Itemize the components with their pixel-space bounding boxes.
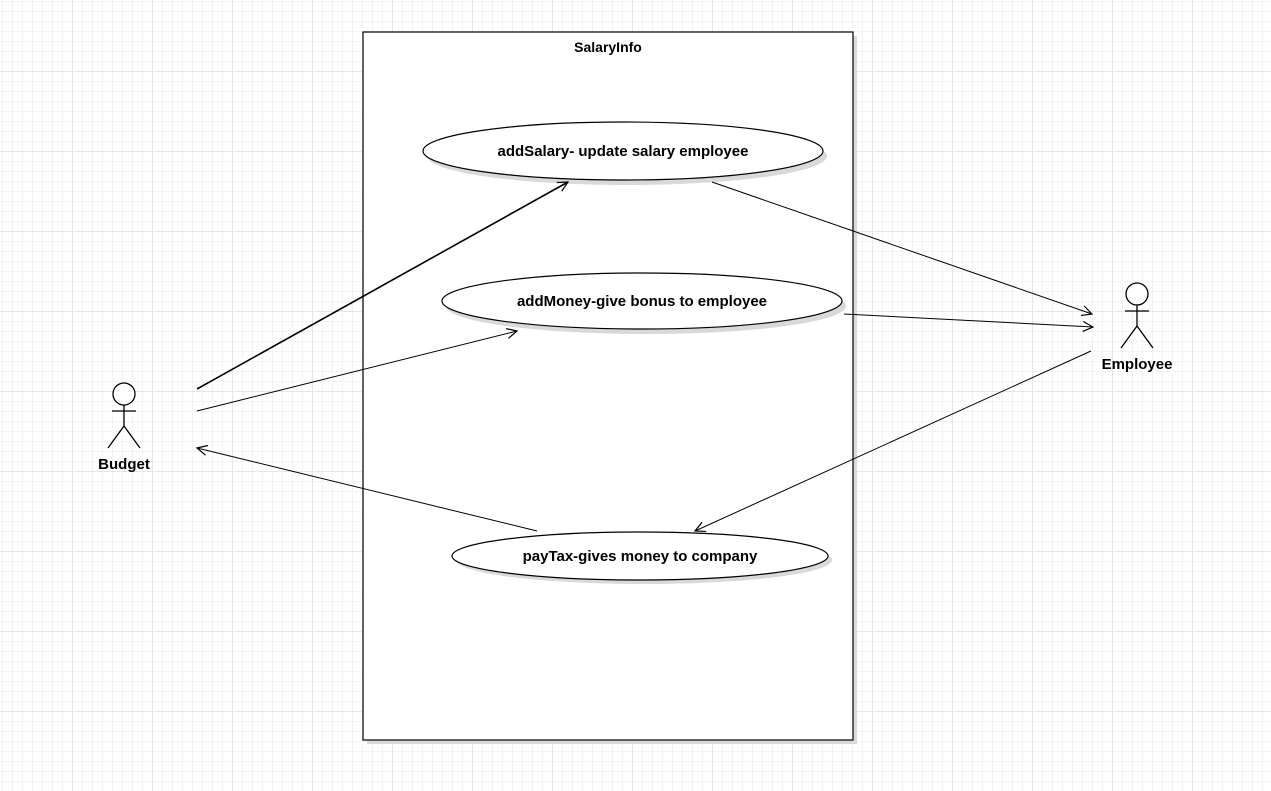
actor-label: Budget <box>98 456 150 473</box>
associations <box>196 181 1093 532</box>
use-case-add-money[interactable]: addMoney-give bonus to employee <box>441 272 846 334</box>
actor-budget[interactable]: Budget <box>98 382 150 473</box>
use-case-ellipse <box>422 121 824 181</box>
use-case-add-salary[interactable]: addSalary- update salary employee <box>422 121 827 185</box>
stick-figure-icon <box>107 382 141 449</box>
association-pay-tax-budget[interactable] <box>197 448 538 532</box>
use-case-ellipse <box>451 531 829 581</box>
use-case-label: addSalary- update salary employee <box>498 143 749 160</box>
use-case-label: addMoney-give bonus to employee <box>517 293 767 310</box>
actor-label: Employee <box>1102 356 1173 373</box>
system-title: SalaryInfo <box>574 39 642 55</box>
stick-figure-icon <box>1120 282 1154 349</box>
use-case-label: payTax-gives money to company <box>523 548 758 565</box>
use-case-pay-tax[interactable]: payTax-gives money to company <box>451 531 832 584</box>
association-employee-pay-tax[interactable] <box>695 350 1092 531</box>
actor-employee[interactable]: Employee <box>1102 282 1173 373</box>
association-budget-add-salary[interactable] <box>196 181 568 390</box>
association-add-money-employee[interactable] <box>843 313 1093 327</box>
association-budget-add-money[interactable] <box>196 331 517 412</box>
association-add-salary-employee[interactable] <box>711 181 1092 314</box>
use-case-ellipse <box>441 272 843 330</box>
